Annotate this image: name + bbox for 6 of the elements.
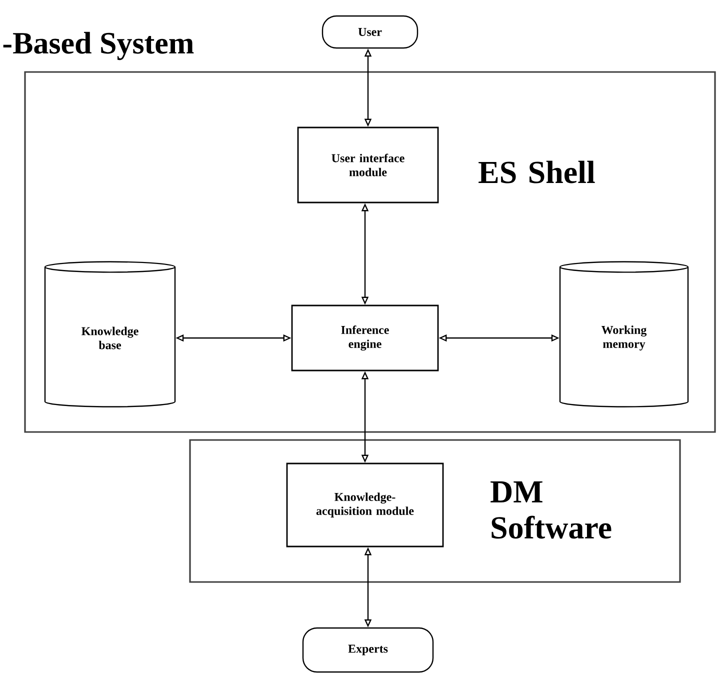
module-box: Knowledge-acquisition module	[286, 462, 444, 548]
database-cylinder: Working memory	[559, 261, 689, 408]
title: -Based System	[3, 32, 194, 60]
database-cylinder: Knowledge base	[44, 261, 176, 408]
module-box: Inference engine	[291, 304, 439, 372]
module-box: User interface module	[297, 126, 439, 204]
